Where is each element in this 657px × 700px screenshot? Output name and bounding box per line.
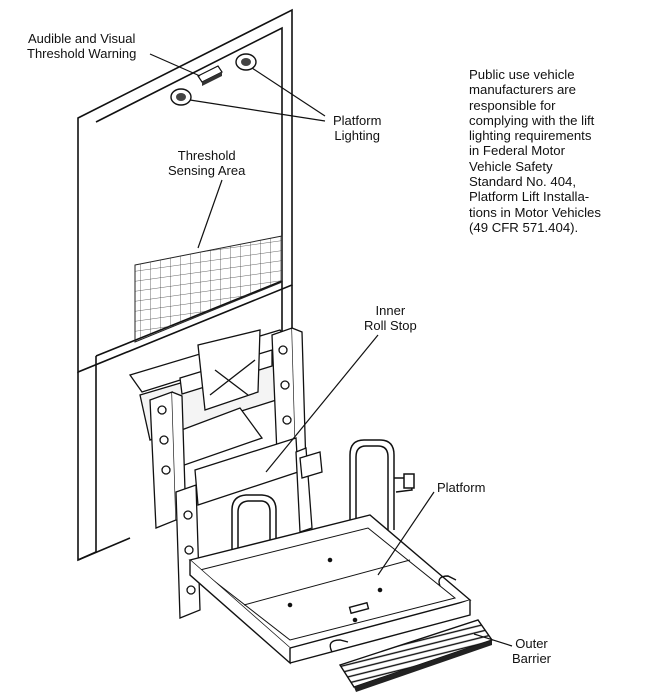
platform-deck [188,514,472,665]
label-outer-barrier: Outer Barrier [512,636,552,666]
note-line: Platform Lift Installa- [469,189,590,205]
label-inner-roll-stop: Inner Roll Stop [364,303,417,333]
label-platform: Platform [437,480,486,495]
leader-lighting-left [189,99,326,122]
note-line: Standard No. 404, [469,174,577,190]
lighting-requirements-note: Public use vehicle manufacturers are res… [469,67,649,235]
note-line: tions in Motor Vehicles [469,204,601,220]
label-threshold-warning: Audible and Visual Threshold Warning [27,31,137,61]
leader-sensing-area [197,179,223,249]
handrail-right [349,439,415,540]
leader-platform [377,491,435,576]
leader-lines [149,53,513,647]
note-line: complying with the lift [469,112,595,128]
note-line: Public use vehicle [469,67,575,82]
note-line: manufacturers are [469,82,577,98]
leader-outer-barrier [473,633,513,647]
outer-barrier [338,619,494,692]
note-line: (49 CFR 571.404). [469,219,579,235]
platform-light-right [235,53,257,71]
label-threshold-sensing-area: Threshold Sensing Area [168,148,246,178]
leader-threshold-warning [149,53,201,77]
leader-roll-stop [265,334,379,473]
lift-mechanism [128,327,307,619]
note-line: in Federal Motor [469,143,566,159]
leader-lighting-right [251,67,326,117]
handrail-left [231,494,277,585]
label-platform-lighting: Platform Lighting [333,113,382,143]
side-post [295,447,323,533]
note-line: Vehicle Safety [469,158,553,174]
note-line: responsible for [469,97,556,113]
note-line: lighting requirements [469,128,592,144]
threshold-warning-device [197,65,223,86]
platform-light-left [170,88,192,106]
threshold-sensing-area [134,235,283,343]
